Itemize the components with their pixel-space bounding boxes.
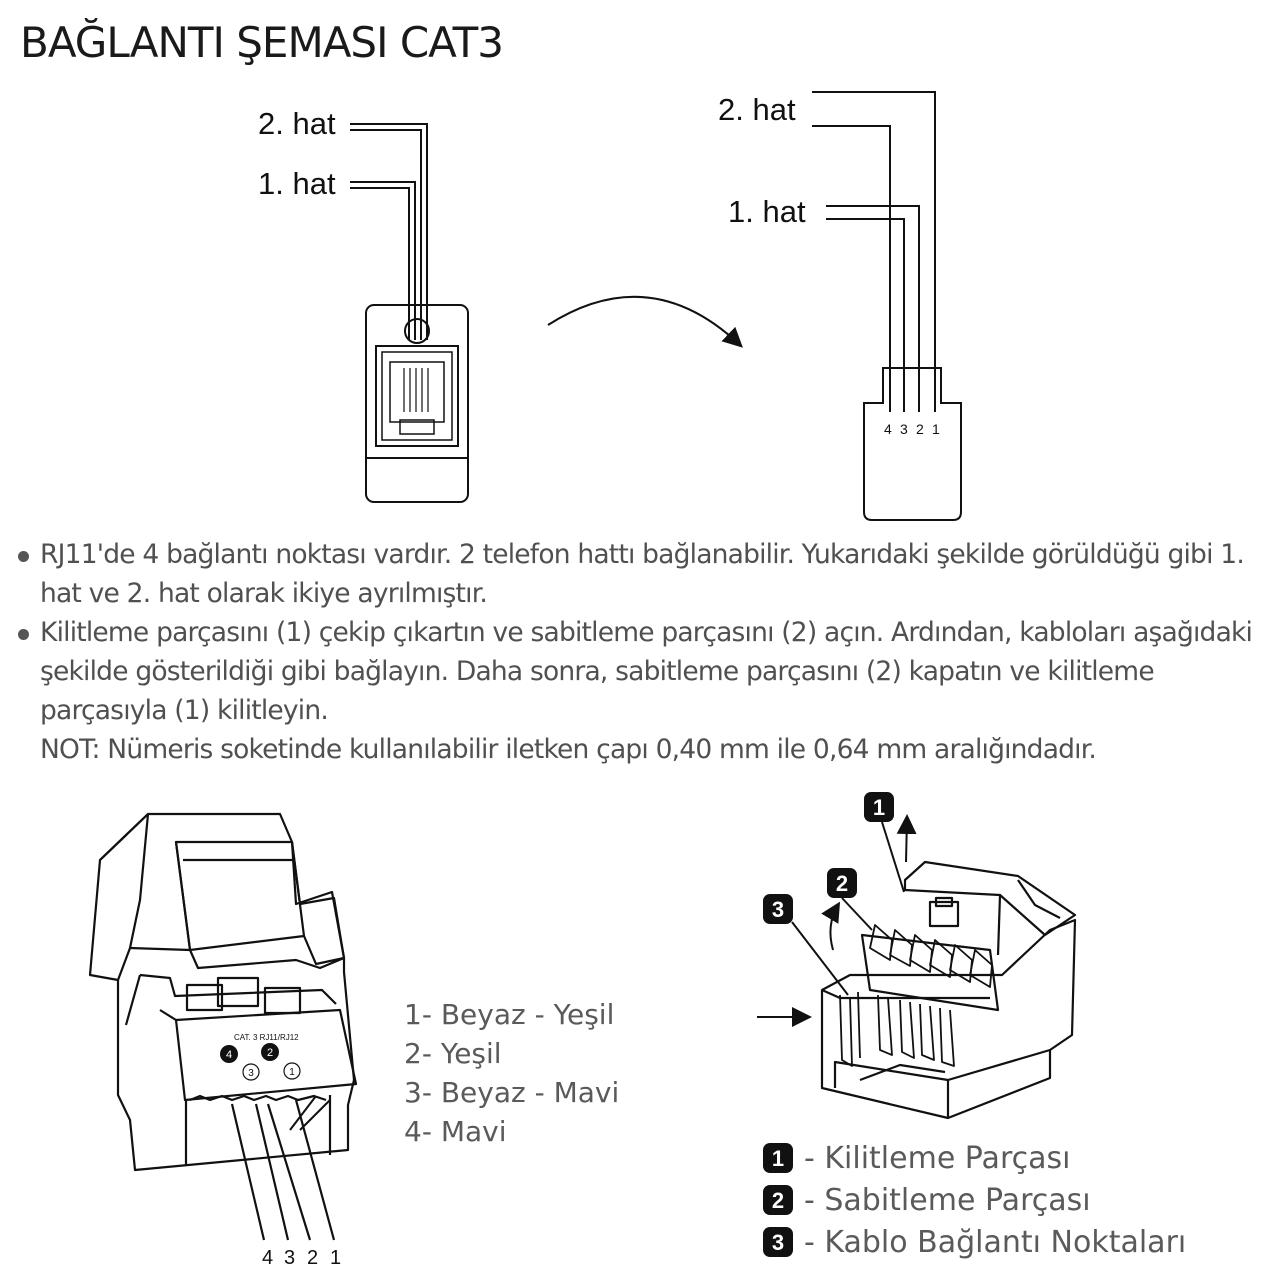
- left-line2-label: 2. hat: [258, 106, 336, 141]
- color-code-1: 1- Beyaz - Yeşil: [404, 998, 614, 1031]
- marker-1: 1: [289, 1067, 295, 1078]
- left-line1-label: 1. hat: [258, 166, 336, 201]
- note-bullet-2: Kilitleme parçasını (1) çekip çıkartın v…: [18, 613, 1270, 730]
- note-diameter: NOT: Nümeris soketinde kullanılabilir il…: [40, 730, 1270, 769]
- marker-4: 4: [226, 1049, 232, 1061]
- plug-pin-3: 3: [900, 421, 908, 437]
- bullet-icon: [18, 551, 29, 562]
- note-bullet-1-text: RJ11'de 4 bağlantı noktası vardır. 2 tel…: [40, 539, 1245, 609]
- note-diameter-text: NOT: Nümeris soketinde kullanılabilir il…: [40, 734, 1097, 765]
- marker-2: 2: [267, 1047, 273, 1059]
- plug-pin-2: 2: [916, 421, 924, 437]
- color-code-2: 2- Yeşil: [404, 1037, 502, 1070]
- legend-num-1: 1: [772, 1146, 784, 1171]
- jack-exploded-drawing: [757, 814, 1077, 1120]
- note-bullet-1: RJ11'de 4 bağlantı noktası vardır. 2 tel…: [18, 535, 1270, 613]
- module-marking: CAT. 3 RJ11/RJ12: [234, 1033, 299, 1042]
- bullet-icon: [18, 629, 29, 640]
- legend-num-2: 2: [772, 1188, 784, 1213]
- legend-text-3: - Kablo Bağlantı Noktaları: [804, 1225, 1186, 1260]
- module-filled-markers: 4 2 3 1: [220, 1043, 301, 1081]
- legend-num-3: 3: [772, 1230, 784, 1255]
- module-pin-2: 2: [307, 1247, 318, 1269]
- module-pin-3: 3: [284, 1247, 295, 1269]
- part-callouts: 1 2 3: [763, 792, 894, 924]
- marker-3: 3: [248, 1068, 254, 1079]
- callout-3: 3: [772, 897, 784, 922]
- module-pin-4: 4: [262, 1247, 273, 1269]
- plug-view: 2. hat 1. hat 4 3 2 1: [718, 91, 962, 521]
- page-title: BAĞLANTI ŞEMASI CAT3: [20, 18, 504, 67]
- color-code-list: 1- Beyaz - Yeşil 2- Yeşil 3- Beyaz - Mav…: [404, 998, 619, 1148]
- callout-2: 2: [836, 871, 848, 896]
- socket-front-view: 2. hat 1. hat: [258, 106, 469, 503]
- color-code-4: 4- Mavi: [404, 1115, 506, 1148]
- curved-arrow-icon: [547, 295, 743, 348]
- legend-text-2: - Sabitleme Parçası: [804, 1183, 1091, 1218]
- parts-legend: 1 - Kilitleme Parçası 2 - Sabitleme Parç…: [763, 1141, 1186, 1260]
- right-line2-label: 2. hat: [718, 92, 796, 127]
- plug-pin-4: 4: [884, 421, 892, 437]
- color-code-3: 3- Beyaz - Mavi: [404, 1076, 619, 1109]
- module-pin-numbers: 4 3 2 1: [262, 1247, 341, 1269]
- plug-pin-1: 1: [932, 421, 940, 437]
- note-bullet-2-text: Kilitleme parçasını (1) çekip çıkartın v…: [40, 617, 1253, 726]
- keystone-module-drawing: [88, 812, 358, 1241]
- module-pin-1: 1: [330, 1247, 341, 1269]
- right-line1-label: 1. hat: [728, 194, 806, 229]
- callout-1: 1: [873, 795, 885, 820]
- legend-text-1: - Kilitleme Parçası: [804, 1141, 1070, 1176]
